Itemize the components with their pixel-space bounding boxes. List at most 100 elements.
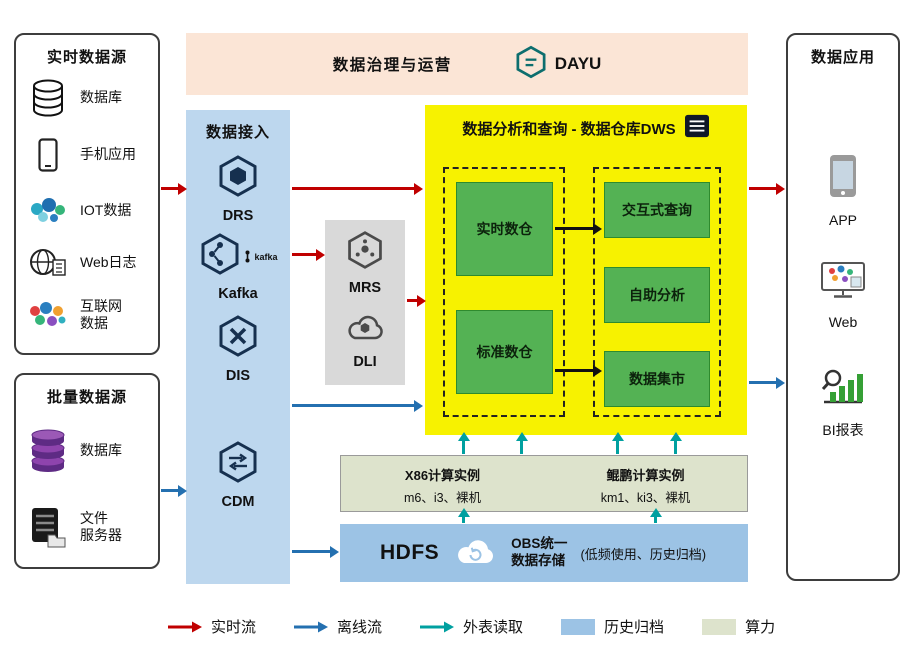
arrow-batch-to-ingestion xyxy=(161,484,187,497)
iot-icon xyxy=(24,197,72,225)
storage-panel: HDFS OBS统一 数据存储 (低频使用、历史归档) xyxy=(340,524,748,582)
service-drs: DRS xyxy=(186,154,290,224)
source-label: Web日志 xyxy=(80,254,137,271)
arrow-cdm-to-hdfs xyxy=(292,545,339,558)
legend-item-realtime: 实时流 xyxy=(168,616,256,637)
module-interactive-query: 交互式查询 xyxy=(604,182,710,238)
arrow-realtime-to-ingestion xyxy=(161,182,187,195)
legend-label: 历史归档 xyxy=(604,619,665,636)
legend-item-offline: 离线流 xyxy=(294,616,382,637)
arrow-compute-to-warehouse-1 xyxy=(457,432,470,454)
kunpeng-compute: 鲲鹏计算实例 km1、ki3、裸机 xyxy=(544,456,747,511)
arrow-compute-to-warehouse-4 xyxy=(669,432,682,454)
module-standard-warehouse: 标准数仓 xyxy=(456,310,553,394)
source-item-weblog: Web日志 xyxy=(24,243,156,283)
module-self-analysis: 自助分析 xyxy=(604,267,710,323)
kafka-icon xyxy=(198,232,242,281)
dli-icon xyxy=(344,310,386,349)
source-item-database: 数据库 xyxy=(24,75,156,121)
batch-sources-panel: 批量数据源 数据库 文件 服务器 xyxy=(14,373,160,569)
app-label: Web xyxy=(828,314,858,330)
legend-arrow-realtime xyxy=(168,621,202,632)
arrow-storage-to-compute-2 xyxy=(649,508,662,523)
arrow-ingestion-to-warehouse xyxy=(292,182,423,195)
source-label: 文件 服务器 xyxy=(80,509,122,544)
app-item-web: Web xyxy=(788,261,898,330)
service-name: Kafka xyxy=(218,286,258,302)
x86-compute: X86计算实例 m6、i3、裸机 xyxy=(341,456,544,511)
warehouse-left-group xyxy=(443,167,565,417)
arrow-storage-to-compute-1 xyxy=(457,508,470,523)
warehouse-title: 数据分析和查询 - 数据仓库DWS xyxy=(462,120,676,138)
source-item-iot: IOT数据 xyxy=(24,189,156,233)
realtime-sources-title: 实时数据源 xyxy=(46,49,127,66)
mrs-icon xyxy=(345,230,385,275)
governance-banner: 数据治理与运营 DAYU xyxy=(186,33,748,95)
obs-label: OBS统一 数据存储 xyxy=(511,536,568,568)
arrow-realtime-wh-to-query xyxy=(555,222,602,235)
arrow-standard-wh-to-mart xyxy=(555,364,602,377)
app-label: APP xyxy=(828,212,857,228)
dayu-label: DAYU xyxy=(554,54,602,73)
web-monitor-icon xyxy=(820,261,866,306)
source-label: 手机应用 xyxy=(80,146,136,163)
database-icon xyxy=(24,78,72,118)
legend-arrow-offline xyxy=(294,621,329,632)
file-server-icon xyxy=(24,506,72,548)
source-label: 互联网 数据 xyxy=(80,297,122,332)
module-label: 数据集市 xyxy=(629,371,685,387)
app-item-bi: BI报表 xyxy=(788,367,898,440)
dayu-icon xyxy=(514,45,548,84)
cdm-icon xyxy=(216,440,260,489)
legend-swatch-compute xyxy=(702,618,737,635)
source-item-batch-database: 数据库 xyxy=(24,425,156,477)
bi-report-icon xyxy=(820,367,866,412)
service-cdm: CDM xyxy=(186,440,290,510)
source-item-file-server: 文件 服务器 xyxy=(24,503,156,551)
obs-cloud-icon xyxy=(452,535,498,572)
source-label: 数据库 xyxy=(80,89,122,106)
drs-icon xyxy=(216,154,260,203)
document-icon xyxy=(684,114,710,142)
weblog-icon xyxy=(24,248,72,278)
service-dis: DIS xyxy=(186,314,290,384)
module-realtime-warehouse: 实时数仓 xyxy=(456,182,553,276)
legend-item-compute-power: 算力 xyxy=(702,616,775,637)
dayu-product: DAYU xyxy=(514,45,602,84)
app-item-app: APP xyxy=(788,153,898,228)
legend-item-history-archive: 历史归档 xyxy=(561,616,664,637)
warehouse-right-group xyxy=(593,167,721,417)
arrow-kafka-to-mrs xyxy=(292,248,325,261)
legend: 实时流 离线流 外表读取 历史归档 算力 xyxy=(168,616,775,637)
legend-label: 外表读取 xyxy=(463,619,524,636)
source-item-mobile: 手机应用 xyxy=(24,133,156,177)
internet-data-icon xyxy=(24,301,72,329)
obs-note: (低频使用、历史归档) xyxy=(580,546,707,562)
service-name: CDM xyxy=(221,494,255,510)
service-kafka: kafka Kafka xyxy=(186,232,290,302)
legend-arrow-external xyxy=(420,621,455,632)
applications-panel: 数据应用 APP Web BI报表 xyxy=(786,33,900,581)
source-item-internet: 互联网 数据 xyxy=(24,293,156,337)
ingestion-panel: 数据接入 DRS kafka Kafka DIS xyxy=(186,110,290,584)
arrow-compute-to-warehouse-2 xyxy=(515,432,528,454)
purple-database-icon xyxy=(24,427,72,475)
service-name: DLI xyxy=(353,354,377,370)
service-dli: DLI xyxy=(325,310,405,370)
service-mrs: MRS xyxy=(325,230,405,296)
legend-item-external-read: 外表读取 xyxy=(420,616,523,637)
phone-icon xyxy=(24,138,72,172)
arrow-compute-to-warehouse-3 xyxy=(611,432,624,454)
x86-title: X86计算实例 xyxy=(404,468,481,483)
legend-label: 离线流 xyxy=(337,619,383,636)
source-label: IOT数据 xyxy=(80,202,132,219)
module-label: 实时数仓 xyxy=(476,221,533,237)
module-label: 标准数仓 xyxy=(476,344,533,360)
kunpeng-title: 鲲鹏计算实例 xyxy=(606,468,685,483)
arrow-warehouse-to-app xyxy=(749,182,785,195)
legend-label: 实时流 xyxy=(211,619,257,636)
ingestion-title: 数据接入 xyxy=(205,124,270,141)
module-label: 交互式查询 xyxy=(622,202,692,218)
legend-label: 算力 xyxy=(745,619,776,636)
app-label: BI报表 xyxy=(822,422,864,438)
